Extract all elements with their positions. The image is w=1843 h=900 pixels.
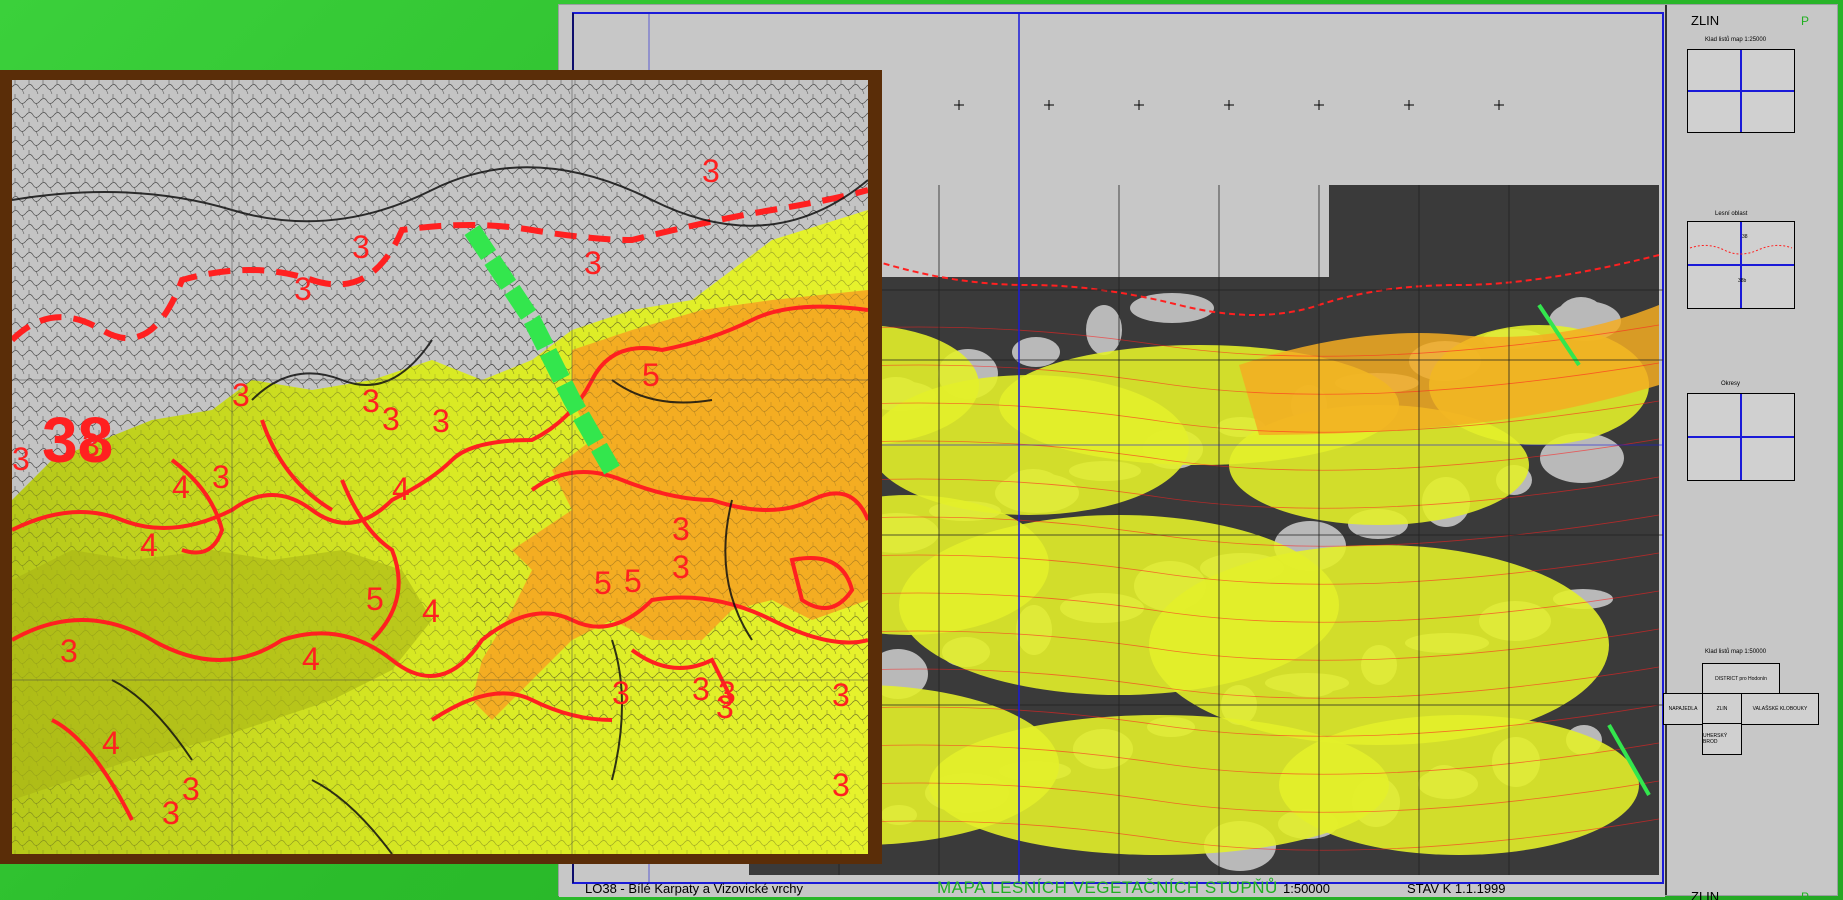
zone-label: 3 (182, 771, 200, 807)
zone-label: 3 (232, 377, 250, 413)
zone-label: 3 (716, 689, 734, 725)
zone-label: 4 (102, 725, 120, 761)
district-north: DISTRICT pro Hodonín (1702, 663, 1780, 695)
legend-caption-sheets25: Klad listů map 1:25000 (1705, 37, 1767, 43)
zone-label: 3 (82, 427, 100, 463)
district-west: NAPAJEDLA (1663, 693, 1703, 725)
zone-label: 3 (612, 675, 630, 711)
zone-label: 3 (382, 401, 400, 437)
legend-caption-forest-area: Lesní oblast (1715, 211, 1748, 217)
legend-region-name-bottom: ZLIN (1691, 889, 1720, 900)
zone-label: 3 (432, 403, 450, 439)
legend-district-map (1687, 393, 1795, 481)
map-content (659, 185, 1663, 875)
zone-label: 3 (672, 549, 690, 585)
legend-sheet-index-25k (1687, 49, 1795, 133)
zone-label: 3 (60, 633, 78, 669)
legend-caption-sheets50: Klad listů map 1:50000 (1705, 649, 1767, 655)
zone-label: 3 (294, 271, 312, 307)
map-linework (12, 166, 868, 854)
district-south: UHERSKÝ BROD (1702, 723, 1742, 755)
zone-label: 3 (12, 441, 30, 477)
region-number-label: 38 (42, 404, 113, 476)
forest-zone-olive (12, 550, 432, 800)
zone-label: 3 (702, 153, 720, 189)
zone-label: 5 (642, 357, 660, 393)
zone-label: 3 (832, 677, 850, 713)
map-scale: 1:50000 (1283, 881, 1330, 896)
svg-text:38: 38 (1742, 234, 1748, 240)
legend-caption-districts: Okresy (1721, 381, 1741, 387)
zone-label: 3 (692, 671, 710, 707)
district-east: VALAŠSKÉ KLOBOUKY (1741, 693, 1819, 725)
zone-label: 4 (172, 469, 190, 505)
zone-label: 4 (140, 527, 158, 563)
legend-forest-area-map: 38 38b (1687, 221, 1795, 309)
map-date-state: STAV K 1.1.1999 (1407, 881, 1506, 896)
zone-label: 5 (624, 563, 642, 599)
stream-line (464, 225, 620, 475)
legend-corner-letter-top: P (1801, 14, 1810, 28)
zone-label: 4 (302, 641, 320, 677)
legend-panel: ZLIN P Klad listů map 1:25000 Lesní obla… (1663, 5, 1837, 900)
zone-label: 3 (212, 459, 230, 495)
zone-label: 5 (594, 565, 612, 601)
vegetation-boundaries (12, 304, 868, 821)
zone-label: 4 (422, 593, 440, 629)
district-center: ZLIN (1702, 693, 1742, 725)
sheet-code-name: LO38 - Bílé Karpaty a Vizovické vrchy (585, 881, 803, 896)
legend-corner-letter-bottom: P (1801, 890, 1810, 900)
zone-label: 3 (162, 795, 180, 831)
zone-label: 3 (832, 767, 850, 803)
zone-label: 3 (352, 229, 370, 265)
svg-text:38b: 38b (1738, 278, 1747, 284)
zone-label: 3 (584, 245, 602, 281)
zone-label: 3 (672, 511, 690, 547)
inset-grid (12, 80, 868, 854)
region-border-dashed (12, 187, 868, 343)
zone-label: 4 (392, 471, 410, 507)
map-title: MAPA LESNÍCH VEGETAČNÍCH STUPŇŮ (937, 878, 1278, 897)
zone-label: 3 (362, 383, 380, 419)
zone-label: 5 (366, 581, 384, 617)
legend-region-name-top: ZLIN (1691, 13, 1720, 28)
zone-label: 3 (718, 675, 736, 711)
